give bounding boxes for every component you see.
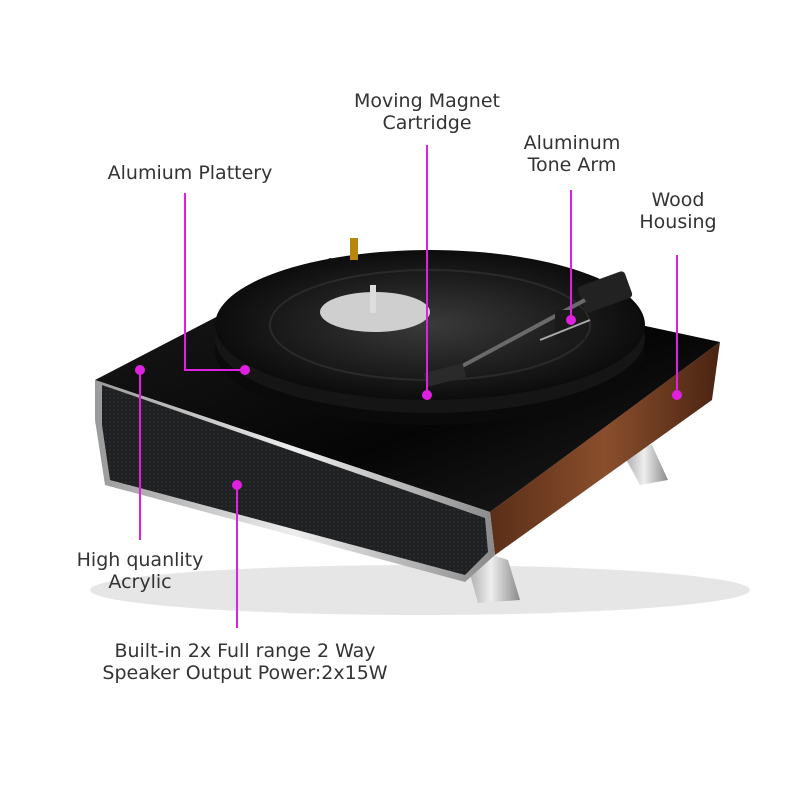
ground-post [350, 238, 358, 260]
shadow [90, 565, 750, 615]
wood-side [490, 342, 720, 555]
label-wood-housing: Wood Housing [639, 189, 717, 233]
label-speaker: Built-in 2x Full range 2 Way Speaker Out… [102, 640, 388, 684]
spindle [370, 285, 376, 313]
callout-dots [135, 315, 682, 490]
label-aluminum-tone-arm: Aluminum Tone Arm [523, 132, 621, 176]
label-high-quality-acrylic: High quanlity Acrylic [76, 549, 204, 593]
label-alumium-plattery: Alumium Plattery [107, 162, 273, 184]
record [215, 250, 645, 400]
label-moving-magnet-cartridge: Moving Magnet Cartridge [354, 90, 500, 134]
callout-lines [139, 145, 678, 628]
speaker-grille [102, 385, 488, 575]
